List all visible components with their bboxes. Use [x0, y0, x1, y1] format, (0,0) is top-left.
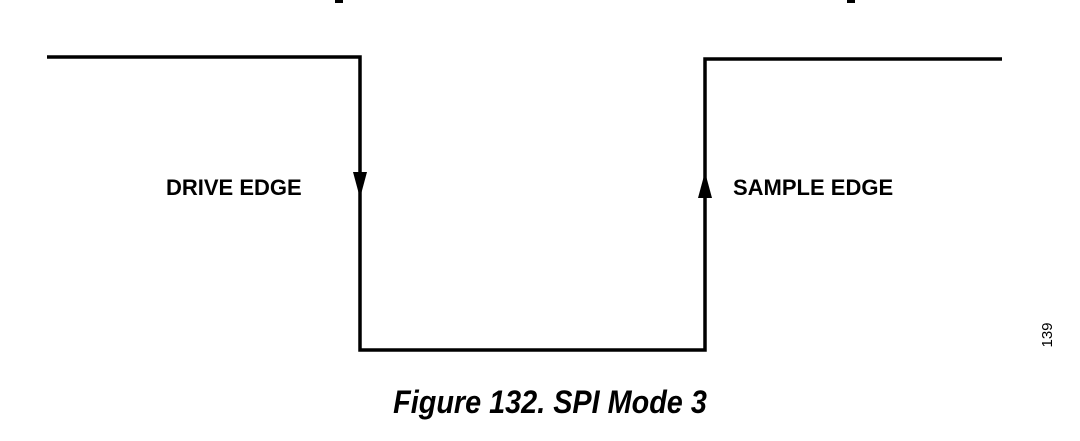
sample-edge-arrow — [698, 172, 712, 198]
clipped-text-fragment — [847, 0, 855, 3]
clipped-text-fragment — [335, 0, 343, 3]
figure-side-number: 139 — [1039, 322, 1056, 347]
sample-edge-label: SAMPLE EDGE — [733, 175, 893, 200]
clock-signal-line — [47, 55, 1002, 352]
figure-caption: Figure 132. SPI Mode 3 — [393, 384, 707, 420]
drive-edge-label: DRIVE EDGE — [166, 175, 302, 200]
drive-edge-arrow — [353, 172, 367, 198]
